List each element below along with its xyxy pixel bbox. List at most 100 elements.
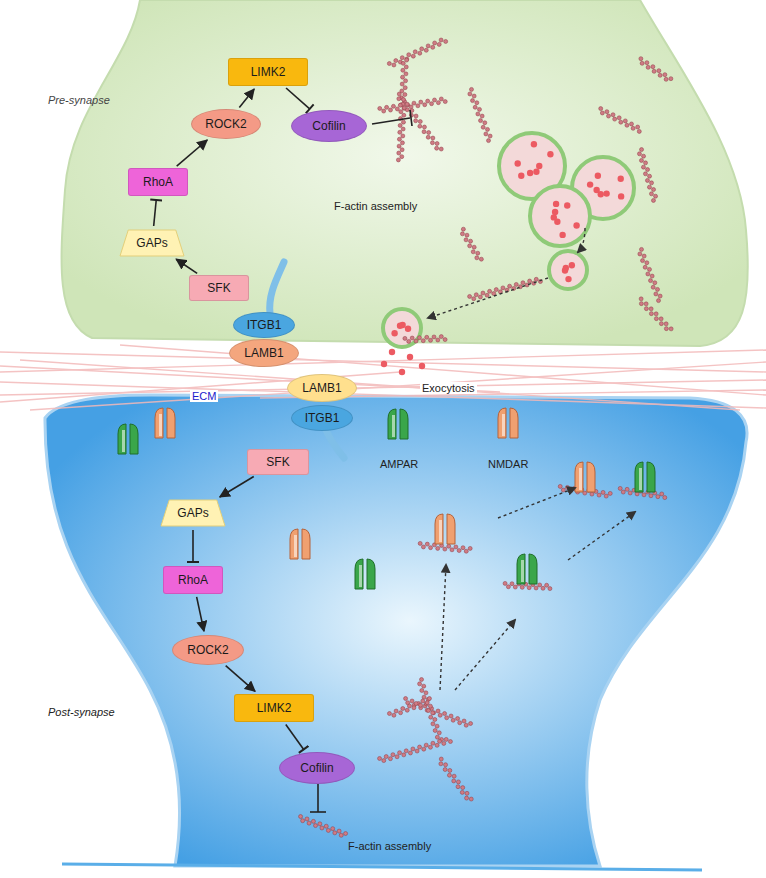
membrane-base: [62, 864, 702, 870]
protein-name: LIMK2: [251, 65, 286, 79]
actin-filament: [468, 277, 543, 300]
protein-name: SFK: [266, 455, 289, 469]
protein-ellipse: ROCK2: [191, 109, 261, 139]
post-synapse-spine: [45, 395, 747, 866]
actin-filaments: [299, 38, 674, 837]
nmda-receptor: [575, 462, 595, 492]
inhibition-arrow: [154, 200, 157, 226]
region-label: F-actin assembly: [348, 840, 431, 852]
released-transmitter: [381, 361, 387, 367]
actin-filament: [637, 148, 657, 203]
protein-name: Cofilin: [300, 761, 333, 775]
ecm-fiber: [120, 345, 766, 395]
inhibition-arrow: [286, 88, 310, 109]
actin-filament: [387, 38, 447, 67]
ecm-fiber: [0, 350, 766, 372]
protein-ellipse: Cofilin: [291, 110, 367, 142]
activation-arrow: [197, 597, 204, 631]
integrin-tail: [326, 430, 344, 458]
region-label: Pre-synapse: [48, 94, 110, 106]
protein-ellipse: Cofilin: [279, 752, 355, 784]
protein-name: GAPs: [177, 506, 208, 520]
ampa-receptor: [118, 424, 138, 454]
activation-arrow: [220, 477, 254, 497]
protein-name: ITGB1: [305, 411, 340, 425]
ampa-receptor: [388, 409, 408, 439]
ampa-receptor: [517, 554, 537, 584]
vesicle: [549, 251, 587, 289]
protein-name: ITGB1: [247, 318, 282, 332]
released-transmitter: [399, 369, 405, 375]
ampa-receptor: [635, 462, 655, 492]
vesicle: [383, 309, 421, 347]
protein-name: RhoA: [143, 175, 173, 189]
released-transmitter: [419, 363, 425, 369]
protein-name: ROCK2: [187, 643, 228, 657]
ampa-receptor: [355, 559, 375, 589]
region-label: AMPAR: [380, 458, 418, 470]
protein-ellipse: ITGB1: [291, 405, 353, 431]
receptors: [118, 408, 655, 589]
protein-ellipse: ROCK2: [172, 635, 244, 665]
integrin-tail: [270, 262, 284, 314]
actin-filament: [378, 97, 447, 113]
actin-filament: [378, 737, 453, 762]
actin-filament: [404, 697, 473, 728]
inhibition-arrow: [286, 724, 304, 749]
protein-ellipse: LAMB1: [229, 339, 299, 367]
protein-trapezoid: GAPs: [160, 499, 226, 527]
protein-trapezoid: GAPs: [119, 229, 185, 257]
nmda-receptor: [290, 529, 310, 559]
protein-box: SFK: [189, 275, 249, 301]
actin-filament: [418, 541, 472, 553]
actin-filament: [439, 757, 473, 801]
pre-synapse-terminal: [62, 0, 748, 346]
actin-filament: [638, 247, 662, 302]
nmda-receptor: [498, 408, 518, 438]
protein-name: Cofilin: [312, 119, 345, 133]
vesicle: [530, 186, 590, 246]
region-label: Post-synapse: [48, 706, 115, 718]
protein-name: ROCK2: [205, 117, 246, 131]
protein-box: LIMK2: [228, 58, 308, 86]
protein-name: LAMB1: [302, 381, 341, 395]
actin-filament: [397, 92, 443, 151]
region-label: NMDAR: [488, 458, 528, 470]
region-label: F-actin assembly: [334, 200, 417, 212]
protein-box: RhoA: [163, 566, 223, 594]
ecm-fiber: [0, 372, 400, 402]
released-transmitter: [389, 349, 395, 355]
actin-filament: [503, 581, 552, 590]
protein-box: SFK: [247, 449, 309, 475]
actin-filament: [599, 107, 642, 134]
protein-name: LIMK2: [257, 701, 292, 715]
activation-arrow: [226, 666, 255, 692]
synaptic-vesicles: [381, 133, 634, 375]
actin-filament: [387, 697, 431, 718]
released-transmitter: [407, 354, 413, 360]
region-label: Exocytosis: [420, 382, 477, 394]
actin-filament: [403, 335, 447, 344]
protein-box: LIMK2: [234, 694, 314, 722]
protein-ellipse: LAMB1: [287, 374, 357, 402]
nmda-receptor: [435, 514, 455, 544]
protein-name: GAPs: [136, 236, 167, 250]
region-label: ECM: [190, 390, 218, 402]
actin-filament: [639, 297, 673, 331]
actin-filament: [639, 57, 673, 82]
activation-arrow: [239, 89, 254, 107]
inhibition-arrow: [192, 530, 194, 562]
protein-name: SFK: [207, 281, 230, 295]
actin-filament: [460, 227, 483, 261]
activation-arrow: [176, 259, 197, 273]
nmda-receptor: [155, 408, 175, 438]
protein-box: RhoA: [128, 168, 188, 196]
protein-name: RhoA: [178, 573, 208, 587]
protein-name: LAMB1: [244, 346, 283, 360]
actin-filament: [468, 87, 492, 142]
activation-arrow: [177, 140, 208, 166]
actin-filament: [299, 815, 348, 838]
extracellular-matrix: [0, 345, 766, 410]
